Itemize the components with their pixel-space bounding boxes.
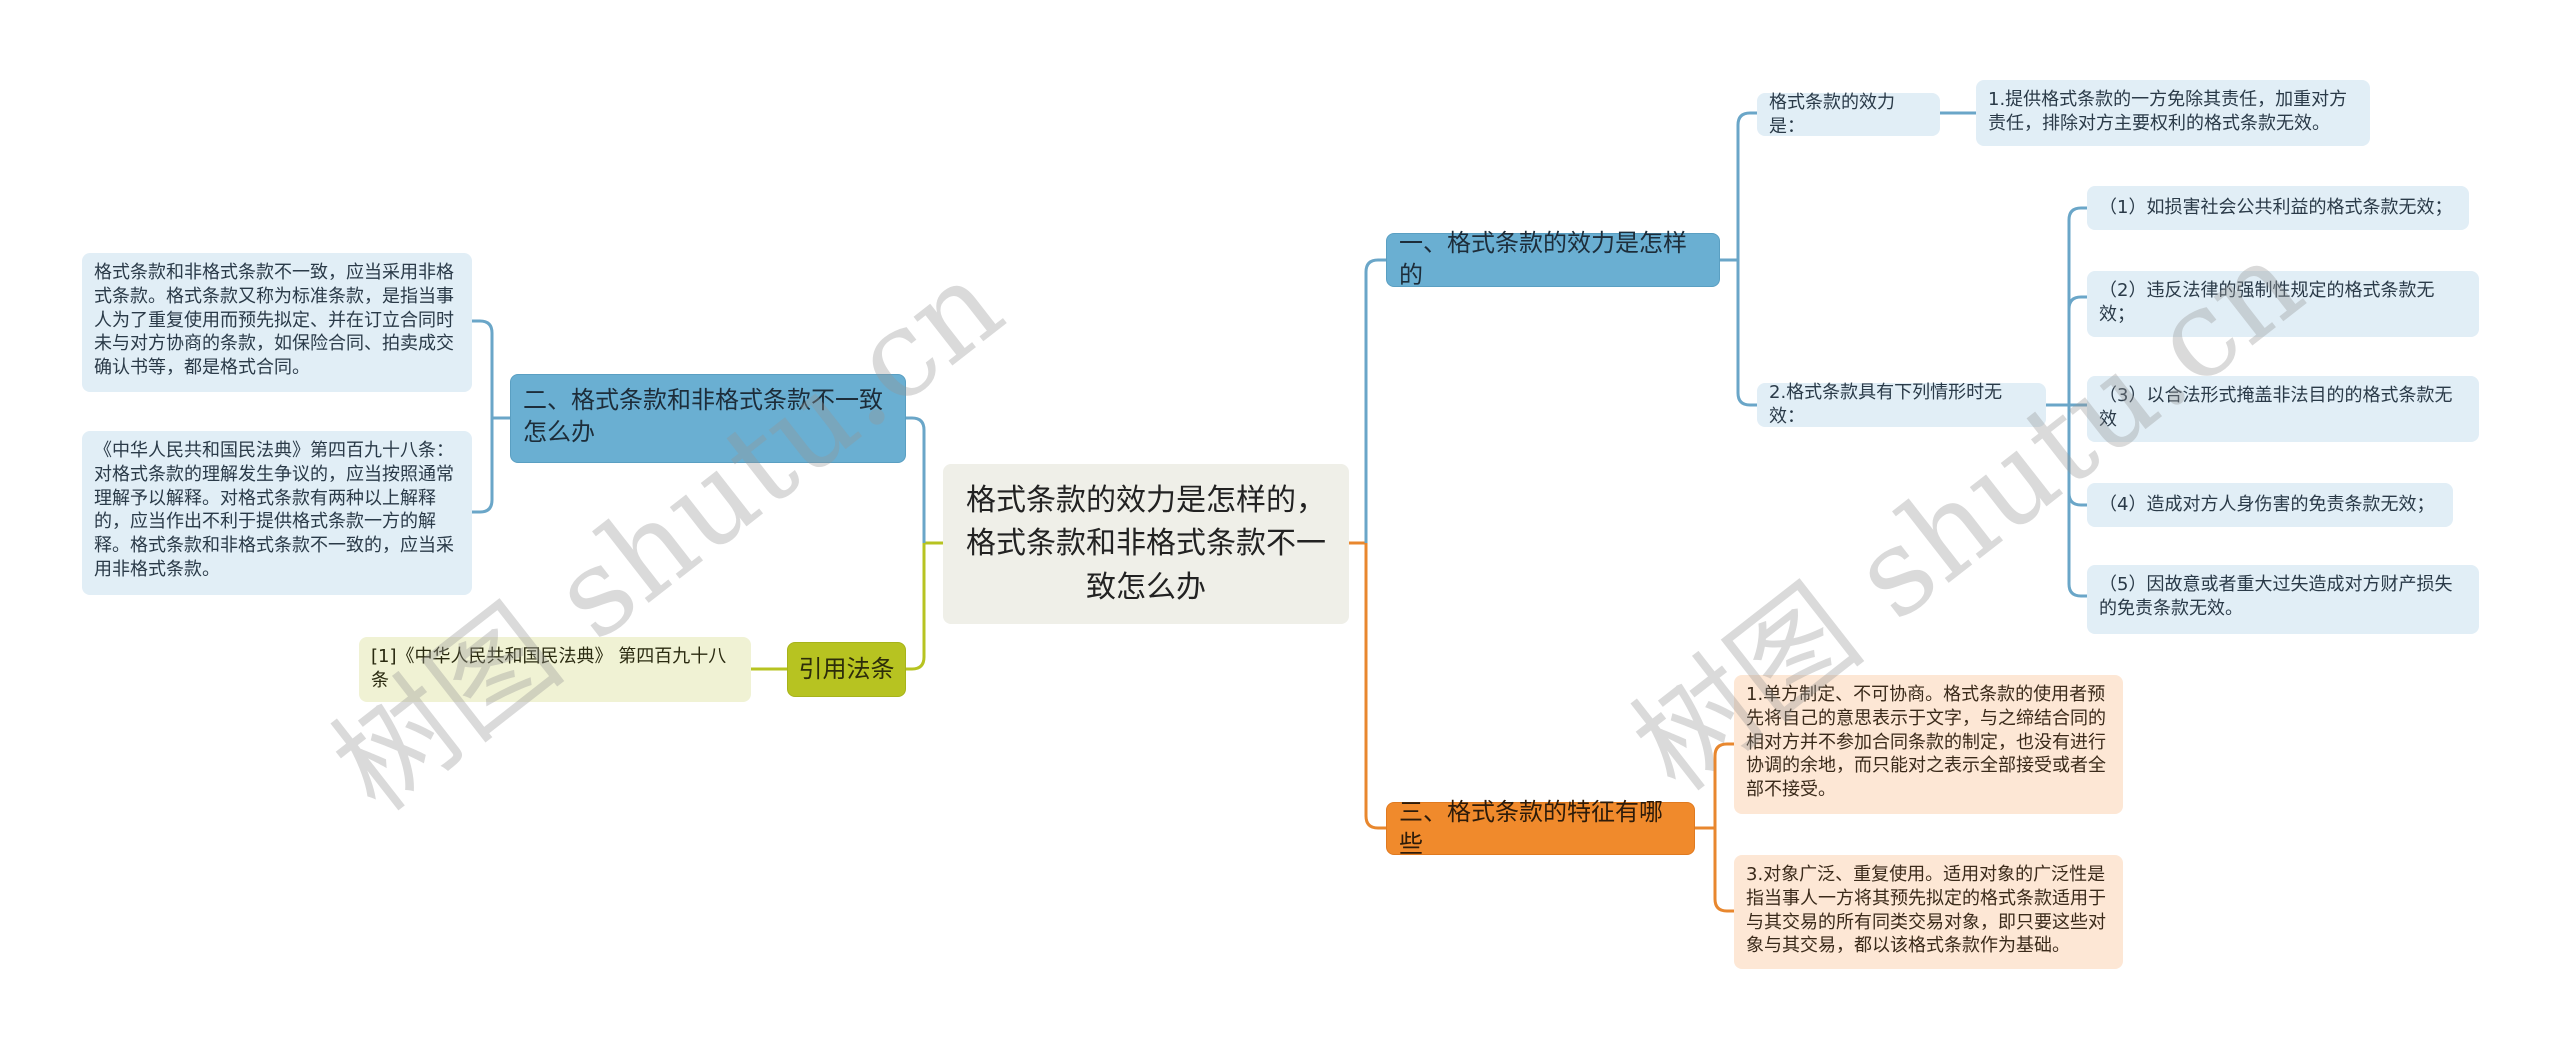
root-title: 格式条款的效力是怎样的，格式条款和非格式条款不一致怎么办 [966, 482, 1326, 605]
effect-is-detail[interactable]: 1.提供格式条款的一方免除其责任，加重对方责任，排除对方主要权利的格式条款无效。 [1976, 80, 2370, 146]
invalid-cases-node[interactable]: 2.格式条款具有下列情形时无效： [1757, 382, 2046, 427]
effect-is-node[interactable]: 格式条款的效力是： [1757, 91, 1940, 137]
effect-is-label: 格式条款的效力是： [1769, 91, 1895, 137]
feature-item[interactable]: 3.对象广泛、重复使用。适用对象的广泛性是指当事人一方将其预先拟定的格式条款适用… [1734, 855, 2123, 969]
invalid-case-text: （2）违反法律的强制性规定的格式条款无效； [2099, 280, 2435, 325]
inconsistent-item[interactable]: 格式条款和非格式条款不一致，应当采用非格式条款。格式条款又称为标准条款，是指当事… [82, 253, 472, 392]
feature-item[interactable]: 1.单方制定、不可协商。格式条款的使用者预先将自己的意思表示于文字，与之缔结合同… [1734, 675, 2123, 814]
invalid-case-text: （3）以合法形式掩盖非法目的的格式条款无效 [2099, 385, 2453, 430]
branch-effect[interactable]: 一、格式条款的效力是怎样的 [1386, 229, 1720, 289]
branch-inconsistent[interactable]: 二、格式条款和非格式条款不一致怎么办 [510, 374, 906, 463]
invalid-case-item[interactable]: （2）违反法律的强制性规定的格式条款无效； [2087, 271, 2479, 337]
effect-is-detail-text: 1.提供格式条款的一方免除其责任，加重对方责任，排除对方主要权利的格式条款无效。 [1988, 89, 2348, 134]
inconsistent-text: 格式条款和非格式条款不一致，应当采用非格式条款。格式条款又称为标准条款，是指当事… [94, 262, 454, 378]
feature-text: 3.对象广泛、重复使用。适用对象的广泛性是指当事人一方将其预先拟定的格式条款适用… [1746, 864, 2106, 957]
feature-text: 1.单方制定、不可协商。格式条款的使用者预先将自己的意思表示于文字，与之缔结合同… [1746, 684, 2106, 800]
branch-citation[interactable]: 引用法条 [787, 642, 906, 697]
branch-features-label: 三、格式条款的特征有哪些 [1399, 797, 1663, 858]
citation-text: [1]《中华人民共和国民法典》 第四百九十八条 [371, 646, 727, 691]
invalid-case-text: （4）造成对方人身伤害的免责条款无效； [2099, 494, 2435, 516]
invalid-case-item[interactable]: （5）因故意或者重大过失造成对方财产损失的免责条款无效。 [2087, 565, 2479, 634]
invalid-case-item[interactable]: （4）造成对方人身伤害的免责条款无效； [2087, 483, 2453, 527]
branch-inconsistent-label: 二、格式条款和非格式条款不一致怎么办 [523, 386, 883, 446]
branch-features[interactable]: 三、格式条款的特征有哪些 [1386, 798, 1695, 858]
branch-effect-label: 一、格式条款的效力是怎样的 [1399, 229, 1687, 289]
branch-citation-label: 引用法条 [798, 654, 895, 683]
invalid-case-item[interactable]: （1）如损害社会公共利益的格式条款无效； [2087, 186, 2469, 230]
inconsistent-text: 《中华人民共和国民法典》第四百九十八条：对格式条款的理解发生争议的，应当按照通常… [94, 440, 454, 580]
invalid-case-text: （5）因故意或者重大过失造成对方财产损失的免责条款无效。 [2099, 574, 2453, 619]
invalid-case-text: （1）如损害社会公共利益的格式条款无效； [2099, 197, 2453, 219]
invalid-cases-label: 2.格式条款具有下列情形时无效： [1769, 382, 2003, 427]
root-topic[interactable]: 格式条款的效力是怎样的，格式条款和非格式条款不一致怎么办 [943, 464, 1349, 624]
inconsistent-item[interactable]: 《中华人民共和国民法典》第四百九十八条：对格式条款的理解发生争议的，应当按照通常… [82, 431, 472, 595]
invalid-case-item[interactable]: （3）以合法形式掩盖非法目的的格式条款无效 [2087, 376, 2479, 442]
citation-item[interactable]: [1]《中华人民共和国民法典》 第四百九十八条 [359, 637, 751, 702]
